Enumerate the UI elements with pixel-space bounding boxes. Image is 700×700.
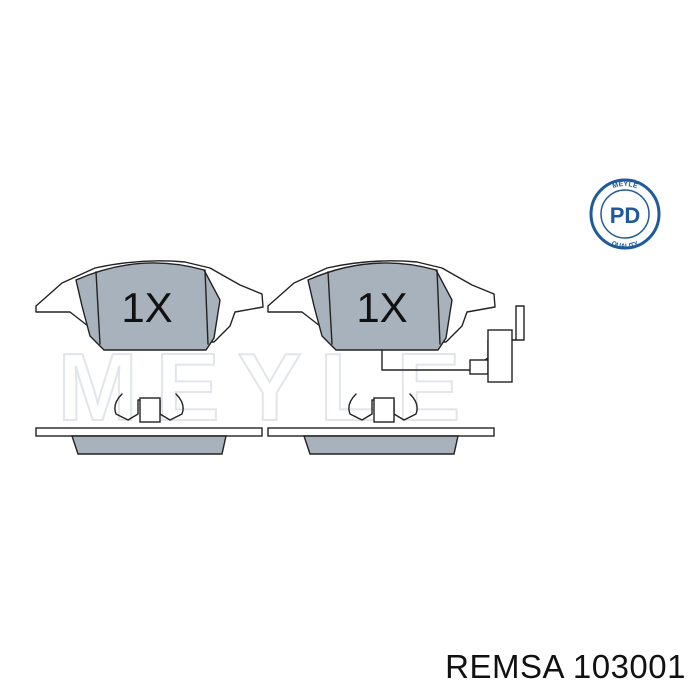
badge-outer-ring [589,178,661,250]
right-clip-center [373,397,395,423]
badge-top-text: MEYLE [612,181,639,191]
wear-sensor-plug [487,329,513,383]
left-bottom-plate [35,427,263,437]
right-brake-pad: 1X [267,260,525,455]
right-friction-material [307,262,453,351]
footer-brand: REMSA [445,648,564,685]
wear-sensor-tab [511,305,525,341]
left-quantity-label: 1X [121,284,172,331]
watermark-text: MEYLE [58,334,479,441]
left-slot-line-2 [204,269,209,345]
footer-part-number: 103001 [572,648,686,685]
badge-inner-ring [600,189,650,239]
right-bottom-plate [267,427,495,437]
footer-part-label: REMSA 103001 [445,648,686,686]
right-slot-line-2 [436,269,441,345]
wear-sensor-connector [469,359,489,375]
left-bottom-friction [71,435,227,455]
right-slot-line [327,271,333,345]
left-slot-line [95,271,101,345]
badge-bottom-text: QUALITY [610,240,640,250]
badge-center-text: PD [610,203,641,228]
left-friction-material [75,262,221,351]
left-clip-center [139,397,161,423]
right-bottom-friction [303,435,459,455]
pd-quality-badge: MEYLE QUALITY PD [589,178,661,250]
right-quantity-label: 1X [356,284,407,331]
left-brake-pad: 1X [35,260,264,455]
